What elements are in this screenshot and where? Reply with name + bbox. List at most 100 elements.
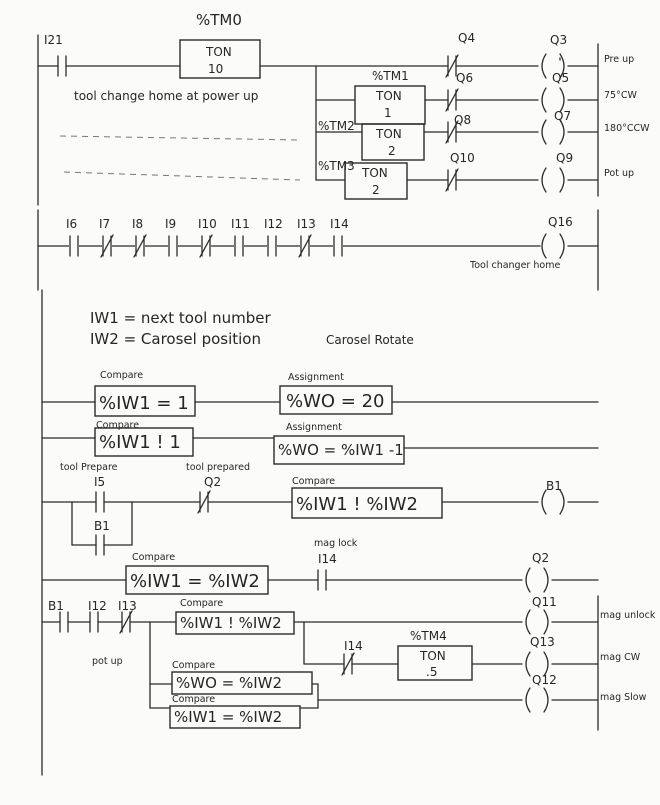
assign-wo-20: [279, 385, 393, 415]
contact-i12-label: I12: [88, 599, 107, 613]
compare-iw1-ne-iw2-b-text: %IW1 ! %IW2: [180, 614, 282, 632]
coil-q5-label: Q5: [552, 71, 569, 85]
coil-q11: [525, 609, 549, 635]
branch1-label: 75°CW: [604, 90, 637, 101]
coil-q12-caption: mag Slow: [600, 692, 647, 703]
rung-7: B1 I12 I13 pot up Compare %IW1 ! %IW2 Q1…: [41, 595, 656, 731]
contact-i9: I9: [165, 217, 178, 257]
contact-i10: I10: [198, 217, 217, 258]
contact-b1-label: B1: [48, 599, 64, 613]
contact-q6-label: Q6: [456, 71, 473, 85]
compare-iw1-ne-1: [94, 427, 194, 457]
contact-q2-caption: tool prepared: [186, 462, 250, 473]
assign-wo-iw1-minus-1: [273, 435, 405, 465]
contact-pot-up-note: pot up: [92, 656, 123, 667]
contact-i9-label: I9: [165, 217, 176, 231]
contact-i11-label: I11: [231, 217, 250, 231]
timer-tm0-type: TON: [205, 45, 232, 59]
timer-tm3-type: TON: [361, 166, 388, 180]
rung3-assign-label: Assignment: [288, 372, 344, 383]
contact-i13-label: I13: [118, 599, 137, 613]
timer-tm4: [397, 645, 473, 681]
contact-i13: I13: [297, 217, 316, 258]
rung1-comment: tool change home at power up: [74, 89, 258, 103]
contact-i12: I12: [264, 217, 283, 257]
contact-i14-caption: mag lock: [314, 538, 358, 549]
compare-iw1-ne-iw2-text: %IW1 ! %IW2: [296, 494, 418, 515]
coil-b1-label: B1: [546, 479, 562, 493]
coil-q11-caption: mag unlock: [600, 610, 656, 621]
compare-iw1-ne-iw2-b: [175, 611, 295, 635]
note-iw1: IW1 = next tool number: [90, 309, 271, 327]
rung-5: tool Prepare I5 B1 tool prepared Q2 Comp…: [41, 462, 599, 556]
rung-6: Compare %IW1 = %IW2 mag lock I14 Q2: [41, 538, 599, 595]
timer-tm4-preset: .5: [426, 665, 437, 679]
contact-i7-label: I7: [99, 217, 110, 231]
contact-q2-label: Q2: [204, 475, 221, 489]
rung7-compare2-label: Compare: [172, 660, 215, 671]
timer-tm0-preset: 10: [208, 62, 223, 76]
coil-q9: [541, 167, 565, 193]
coil-q9-label: Q9: [556, 151, 573, 165]
compare-iw1-ne-iw2: [291, 487, 443, 519]
timer-tm4-type: TON: [419, 649, 446, 663]
coil-q3: [541, 53, 565, 79]
timer-tm2: [361, 123, 425, 161]
assign-wo-iw1-minus-1-text: %WO = %IW1 -1: [278, 441, 404, 459]
contact-i10-label: I10: [198, 217, 217, 231]
contact-i6: I6: [66, 217, 79, 257]
note-iw2: IW2 = Carosel position: [90, 330, 261, 348]
timer-tm2-name: %TM2: [318, 119, 355, 133]
contact-i8-label: I8: [132, 217, 143, 231]
coil-q7-label: Q7: [554, 109, 571, 123]
contact-i14-label: I14: [330, 217, 349, 231]
contact-i8: I8: [132, 217, 147, 258]
rung7-compare3-label: Compare: [172, 694, 215, 705]
contact-q8-label: Q8: [454, 113, 471, 127]
rung7-compare-label: Compare: [180, 598, 223, 609]
compare-iw1-eq-1-text: %IW1 = 1: [99, 393, 189, 414]
rung-4: Compare %IW1 ! 1 Assignment %WO = %IW1 -…: [41, 420, 599, 465]
contact-i21-label: I21: [44, 33, 63, 47]
coil-q16: [541, 233, 565, 259]
compare-wo-eq-iw2-text: %WO = %IW2: [176, 674, 282, 692]
coil-q11-label: Q11: [532, 595, 557, 609]
contact-q10-label: Q10: [450, 151, 475, 165]
coil-q7: [541, 119, 565, 145]
coil-q2: [525, 567, 549, 593]
branch3-label: Pot up: [604, 168, 634, 179]
timer-tm4-name: %TM4: [410, 629, 447, 643]
coil-b1: [541, 489, 565, 515]
contact-i7: I7: [99, 217, 114, 258]
compare-iw1-eq-1: [94, 385, 196, 417]
rung-1: I21 %TM0 TON 10 tool change home at powe…: [37, 11, 650, 206]
coil-q12-label: Q12: [532, 673, 557, 687]
coil-q5: [541, 87, 565, 113]
timer-tm3-preset: 2: [372, 183, 380, 197]
contact-i5-label: I5: [94, 475, 105, 489]
compare-wo-eq-iw2: [171, 671, 313, 695]
timer-tm2-type: TON: [375, 127, 402, 141]
rung-3: Compare %IW1 = 1 Assignment %WO = 20: [41, 370, 599, 417]
coil-q3-label: Q3: [550, 33, 567, 47]
coil-q13-caption: mag CW: [600, 652, 641, 663]
coil-q16-caption: Tool changer home: [469, 260, 560, 271]
assign-wo-20-text: %WO = 20: [286, 391, 385, 412]
contact-i13-label: I13: [297, 217, 316, 231]
branch0-label: Pre up: [604, 54, 634, 65]
timer-tm1-type: TON: [375, 89, 402, 103]
timer-tm1-preset: 1: [384, 106, 392, 120]
rung4-assign-label: Assignment: [286, 422, 342, 433]
timer-tm2-preset: 2: [388, 144, 396, 158]
rung3-compare-label: Compare: [100, 370, 143, 381]
timer-tm0-name: %TM0: [196, 11, 242, 29]
contact-i11: I11: [231, 217, 250, 257]
rung5-compare-label: Compare: [292, 476, 335, 487]
compare-iw1-eq-iw2-b: [169, 705, 301, 729]
contact-b1-seal-label: B1: [94, 519, 110, 533]
contact-i12-label: I12: [264, 217, 283, 231]
note-heading: Carosel Rotate: [326, 333, 414, 347]
contact-i6-label: I6: [66, 217, 77, 231]
